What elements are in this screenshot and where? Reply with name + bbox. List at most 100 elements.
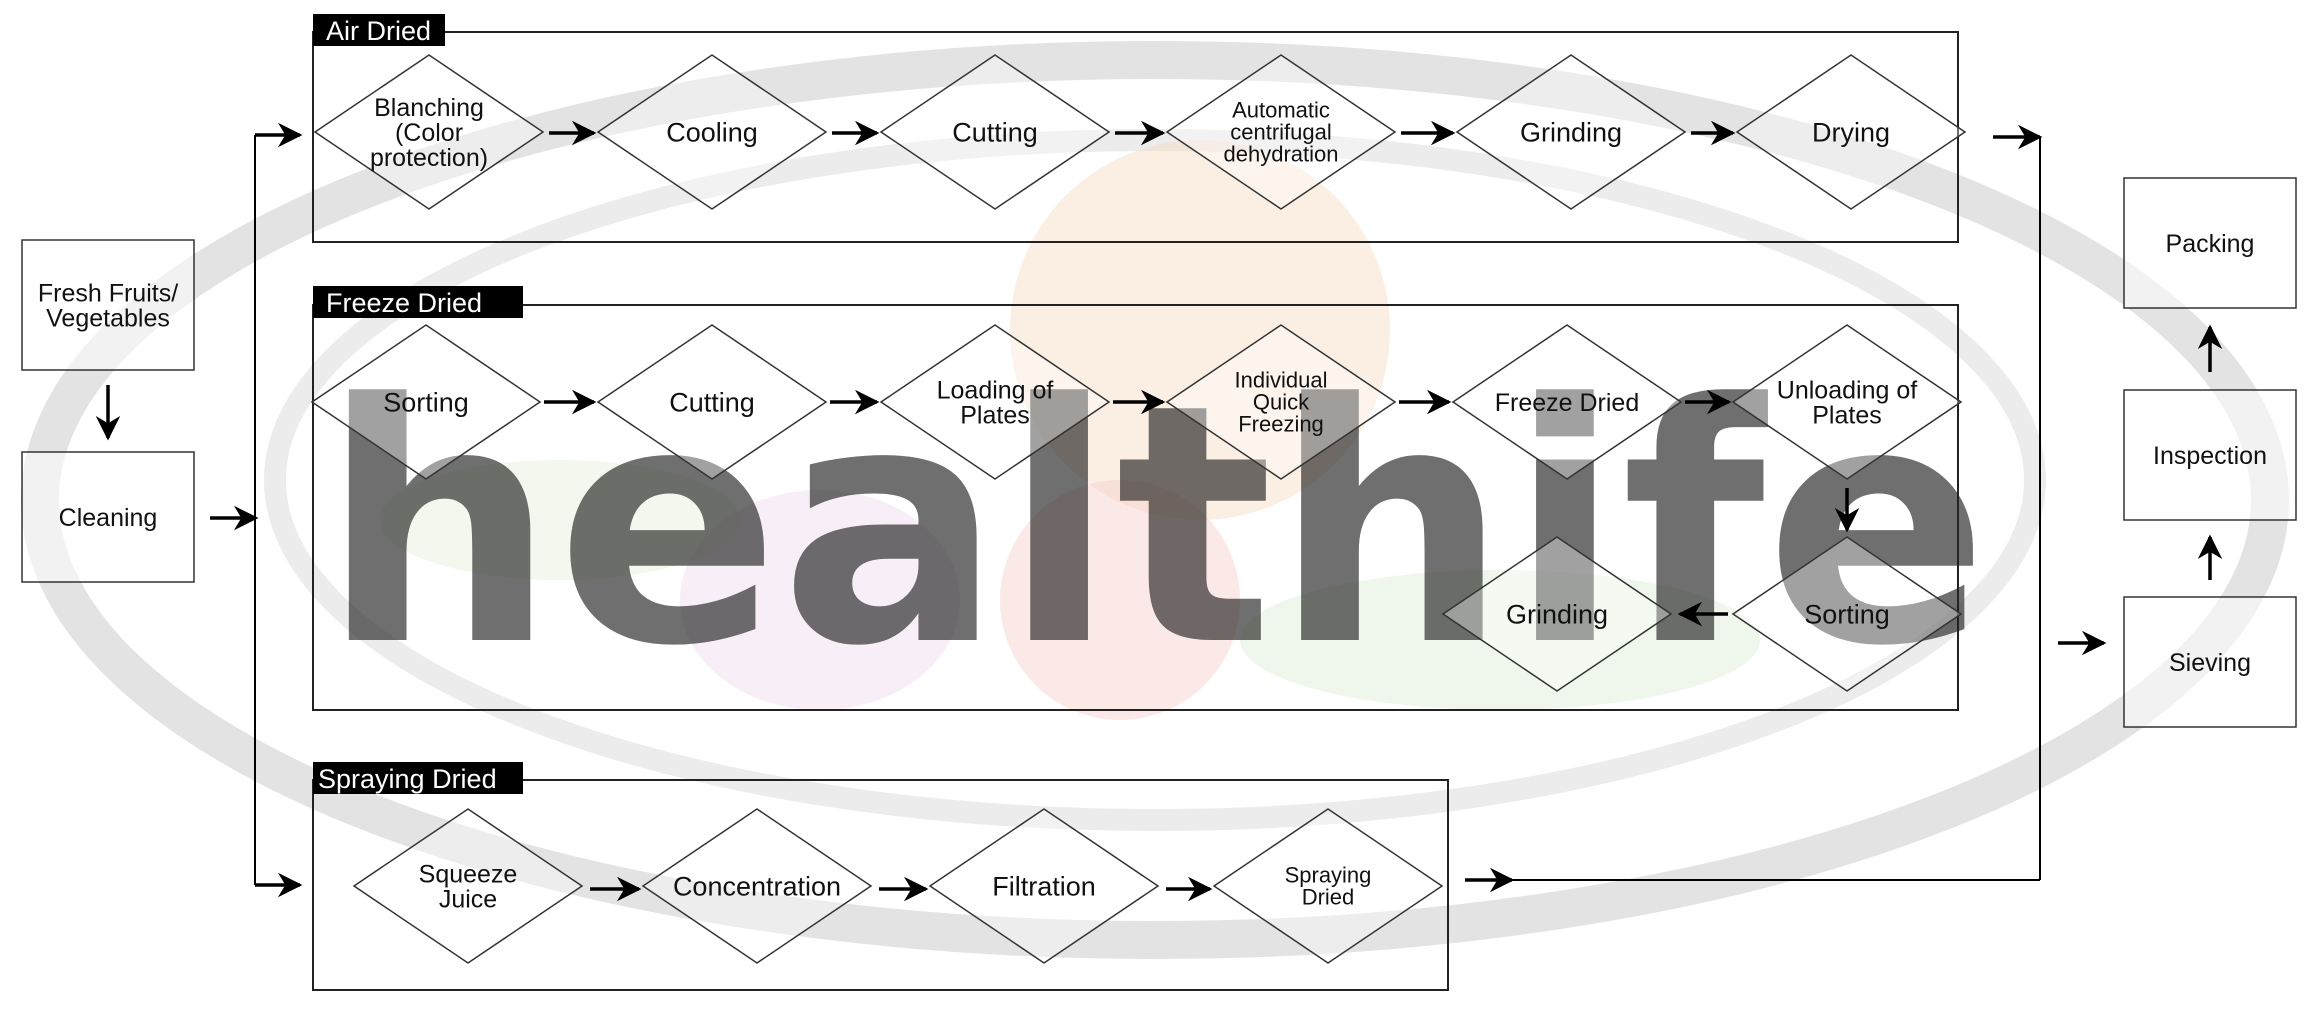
spray-step-3-label: Filtration	[992, 871, 1096, 901]
air-step-1-label-line: protection)	[370, 144, 488, 172]
spray-step-1-diamond	[352, 808, 584, 964]
freeze-step-5-label-line: Freeze Dried	[1495, 389, 1640, 417]
freeze-dried-title: Freeze Dried	[326, 288, 482, 318]
packing-node-label-line: Packing	[2166, 230, 2255, 258]
fresh-fruits-vegetables-node[interactable]: Fresh Fruits/Vegetables	[21, 239, 195, 371]
spray-step-3[interactable]: Filtration	[928, 808, 1160, 964]
freeze-dried-panel	[312, 304, 1959, 711]
air-step-5-label-line: Grinding	[1520, 117, 1622, 147]
watermark-text: healthife	[321, 334, 1989, 718]
background-watermark: healthife	[21, 41, 2289, 959]
leaf-shape	[1240, 570, 1760, 710]
air-step-3-diamond	[879, 54, 1111, 210]
fresh-fruits-vegetables-node-label: Fresh Fruits/Vegetables	[38, 279, 178, 332]
cleaning-node[interactable]: Cleaning	[21, 451, 195, 583]
spray-step-4-label-line: Spraying	[1285, 863, 1372, 888]
freeze-step-8[interactable]: Grinding	[1441, 536, 1673, 692]
air-step-6[interactable]: Drying	[1735, 54, 1967, 210]
spray-step-2-label: Concentration	[673, 871, 841, 901]
spraying-dried-section: Spraying Dried	[312, 762, 1449, 991]
spray-step-2-label-line: Concentration	[673, 871, 841, 901]
freeze-dried-section: Freeze Dried	[312, 286, 1959, 711]
air-step-3-label-line: Cutting	[952, 117, 1038, 147]
freeze-step-4-label-line: Freezing	[1238, 412, 1324, 437]
freeze-step-7-label-line: Sorting	[1804, 599, 1890, 629]
air-step-4-label-line: dehydration	[1224, 142, 1339, 167]
freeze-step-8-label: Grinding	[1506, 599, 1608, 629]
freeze-step-4-label-line: Quick	[1253, 390, 1310, 415]
sieving-node-label: Sieving	[2169, 649, 2251, 677]
freeze-step-1-label-line: Sorting	[383, 387, 469, 417]
freeze-step-2-label-line: Cutting	[669, 387, 755, 417]
freeze-step-7-diamond	[1731, 536, 1963, 692]
air-dried-header-bg	[313, 14, 445, 46]
fresh-fruits-vegetables-node-label-line: Fresh Fruits/	[38, 279, 178, 307]
freeze-step-5-label: Freeze Dried	[1495, 389, 1640, 417]
air-step-4-label-line: Automatic	[1232, 98, 1330, 123]
air-step-2-diamond	[596, 54, 828, 210]
air-step-3[interactable]: Cutting	[879, 54, 1111, 210]
air-step-1-diamond	[313, 54, 545, 210]
spray-step-4-label-line: Dried	[1302, 885, 1355, 910]
fresh-fruits-vegetables-node-label-line: Vegetables	[46, 304, 170, 332]
air-step-1-label-line: Blanching	[374, 94, 484, 122]
freeze-step-1-diamond	[310, 324, 542, 480]
freeze-step-2[interactable]: Cutting	[596, 324, 828, 480]
spray-step-2-diamond	[641, 808, 873, 964]
freeze-step-7-label: Sorting	[1804, 599, 1890, 629]
air-step-5[interactable]: Grinding	[1455, 54, 1687, 210]
air-dried-section: Air Dried	[312, 14, 1959, 243]
spray-step-2[interactable]: Concentration	[641, 808, 873, 964]
air-dried-title: Air Dried	[326, 16, 431, 46]
freeze-step-4-label-line: Individual	[1235, 368, 1328, 393]
freeze-step-8-label-line: Grinding	[1506, 599, 1608, 629]
sieving-node[interactable]: Sieving	[2123, 596, 2297, 728]
air-step-2[interactable]: Cooling	[596, 54, 828, 210]
air-step-6-label: Drying	[1812, 117, 1890, 147]
pepper-shape	[380, 460, 740, 580]
freeze-step-2-label: Cutting	[669, 387, 755, 417]
freeze-step-7[interactable]: Sorting	[1731, 536, 1963, 692]
freeze-step-5[interactable]: Freeze Dried	[1451, 324, 1683, 480]
sieving-node-box	[2123, 596, 2297, 728]
spraying-dried-panel	[312, 779, 1449, 991]
sieving-node-label-line: Sieving	[2169, 649, 2251, 677]
cleaning-node-label-line: Cleaning	[59, 504, 158, 532]
freeze-step-2-diamond	[596, 324, 828, 480]
freeze-step-1-label: Sorting	[383, 387, 469, 417]
spray-step-1-label-line: Squeeze	[419, 860, 518, 888]
inspection-node[interactable]: Inspection	[2123, 389, 2297, 521]
air-step-2-label-line: Cooling	[666, 117, 758, 147]
freeze-step-1[interactable]: Sorting	[310, 324, 542, 480]
inspection-node-box	[2123, 389, 2297, 521]
cleaning-node-label: Cleaning	[59, 504, 158, 532]
air-step-3-label: Cutting	[952, 117, 1038, 147]
air-step-1-label-line: (Color	[395, 119, 463, 147]
spraying-dried-header-bg	[313, 762, 523, 794]
freeze-step-5-diamond	[1451, 324, 1683, 480]
freeze-step-6-diamond	[1731, 324, 1963, 480]
freeze-step-8-diamond	[1441, 536, 1673, 692]
packing-node[interactable]: Packing	[2123, 177, 2297, 309]
tomato-shape	[1000, 480, 1240, 720]
packing-node-box	[2123, 177, 2297, 309]
air-step-6-diamond	[1735, 54, 1967, 210]
fresh-fruits-vegetables-node-box	[21, 239, 195, 371]
air-step-6-label-line: Drying	[1812, 117, 1890, 147]
